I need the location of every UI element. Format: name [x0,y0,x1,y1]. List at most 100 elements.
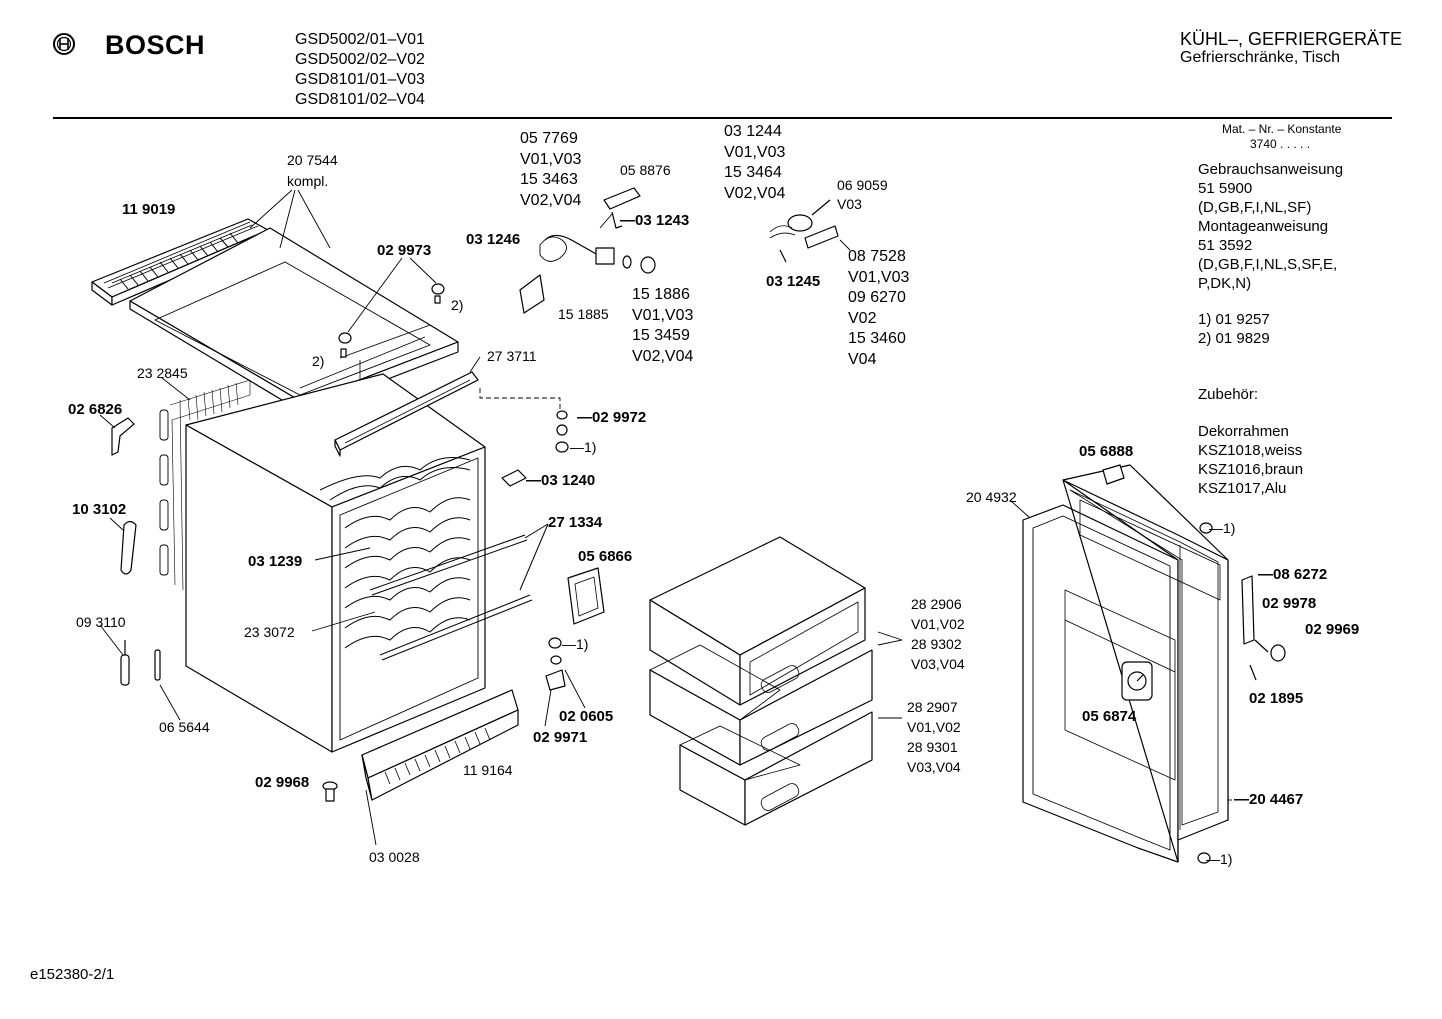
instruction-line: 51 3592 [1198,237,1253,254]
handle-056888 [1102,464,1125,485]
variant-label-line: V01,V02 [911,616,965,632]
category-subtitle: Gefrierschränke, Tisch [1180,49,1341,66]
drawer-top [649,536,866,706]
brand-name: BOSCH [105,30,206,60]
part-number-label: 02 9969 [1305,621,1360,638]
cabinet-body [159,373,486,753]
part-number-label: —08 6272 [1258,566,1328,583]
variant-label-line: V03,V04 [907,759,961,775]
part-number-label: 03 1245 [766,273,821,290]
part-number-label: 02 9971 [533,729,588,746]
part-number-label: 10 3102 [72,501,127,518]
model-number: GSD8101/02–V04 [295,91,425,108]
variant-label-line: V02,V04 [724,184,786,202]
category-title: KÜHL–, GEFRIERGERÄTE [1180,29,1403,49]
accessories-title: Zubehör: [1198,386,1259,403]
variant-label-line: 28 9301 [907,739,958,755]
part-number-label: 03 1239 [248,553,303,570]
shelf-rods-271334 [369,523,549,661]
variant-label-line: 15 3464 [724,164,782,181]
model-list: GSD5002/01–V01 GSD5002/02–V02 GSD8101/01… [295,30,425,110]
bottom-grille-119164 [361,689,519,846]
category-block: KÜHL–, GEFRIERGERÄTE Gefrierschränke, Ti… [1180,30,1402,67]
variant-label-line: V01,V03 [632,306,694,324]
variant-label-line: 03 1244 [724,123,782,140]
model-number: GSD5002/01–V01 [295,31,425,48]
variant-label-line: V01,V03 [724,143,786,161]
instruction-line: Gebrauchsanweisung [1198,161,1344,178]
door-panel-204467 [1062,464,1232,863]
part-number-label: 05 6874 [1082,708,1137,725]
part-number-label: 03 1246 [466,231,521,248]
variant-label-line: V02,V04 [520,191,582,209]
variant-label-line: 15 1886 [632,286,690,303]
accessory-item: KSZ1016,braun [1198,461,1304,478]
variant-label-line: V01,V02 [907,719,961,735]
part-number-label: 20 4932 [966,489,1017,505]
part-number-label: 11 9164 [463,762,513,778]
part-number-label: 23 2845 [137,365,188,381]
instruction-line: (D,GB,F,I,NL,S,SF,E, [1198,256,1338,273]
handle-103102 [109,517,137,575]
accessory-item: KSZ1018,weiss [1198,442,1303,459]
part-number-label: V03 [837,196,862,212]
variant-label-line: V01,V03 [848,268,910,286]
lamp-assembly-031244 [769,199,851,263]
variant-label-line: 15 3459 [632,327,690,344]
part-number-label: —1) [570,439,597,455]
variant-label-line: V01,V03 [520,150,582,168]
bracket-031240 [501,469,527,487]
part-number-label: 2) [451,297,464,313]
part-number-label: 06 5644 [159,719,210,735]
part-number-label: 27 3711 [487,348,537,364]
variant-label-line: 15 3460 [848,330,906,347]
variant-label-line: 28 2907 [907,699,958,715]
part-number-label: —20 4467 [1234,791,1304,808]
part-number-label: kompl. [287,173,329,189]
part-number-label: 11 9019 [122,201,176,218]
instruction-line: (D,GB,F,I,NL,SF) [1198,199,1312,216]
screws-door [1197,522,1286,864]
variant-label-line: V02 [848,309,877,327]
model-number: GSD8101/01–V03 [295,71,425,88]
part-number-label: 05 8876 [620,162,671,178]
part-number-label: —1) [562,636,589,652]
variant-label-line: 28 9302 [911,636,962,652]
door-gasket-204932 [1009,499,1179,863]
part-number-label: 15 1885 [558,306,609,322]
part-number-label: —03 1240 [526,472,596,489]
footnote: 1) 01 9257 [1198,311,1270,328]
part-number-label: 03 0028 [369,849,420,865]
foot-029968 [322,781,338,802]
drawing-code: e152380-2/1 [30,966,115,983]
variant-label-line: 08 7528 [848,248,906,265]
instructions-block: Gebrauchsanweisung 51 5900 (D,GB,F,I,NL,… [1198,160,1343,293]
part-number-label: 27 1334 [548,514,603,531]
variant-label-line: 28 2906 [911,596,962,612]
footnote: 2) 01 9829 [1198,330,1270,347]
instruction-line: P,DK,N) [1198,275,1252,292]
mount-020605 [544,637,586,727]
variant-label-line: 09 6270 [848,289,906,306]
variant-label-line: 15 3463 [520,171,578,188]
part-number-label: 06 9059 [837,177,888,193]
variant-label-line: V03,V04 [911,656,965,672]
condenser-232845 [161,377,251,591]
accessory-item: Dekorrahmen [1198,423,1289,440]
clips-029972 [555,410,569,453]
variant-label-line: 05 7769 [520,130,578,147]
hinge-086272 [1241,575,1255,645]
bosch-logo-icon [53,33,75,55]
variant-label-line: V04 [848,350,877,368]
part-number-label: —02 9972 [577,409,647,426]
part-number-label: 02 9973 [377,242,432,259]
part-number-label: 05 6888 [1079,443,1134,460]
part-number-label: 02 9968 [255,774,310,791]
accessory-item: KSZ1017,Alu [1198,480,1287,497]
part-number-label: 20 7544 [287,152,338,168]
